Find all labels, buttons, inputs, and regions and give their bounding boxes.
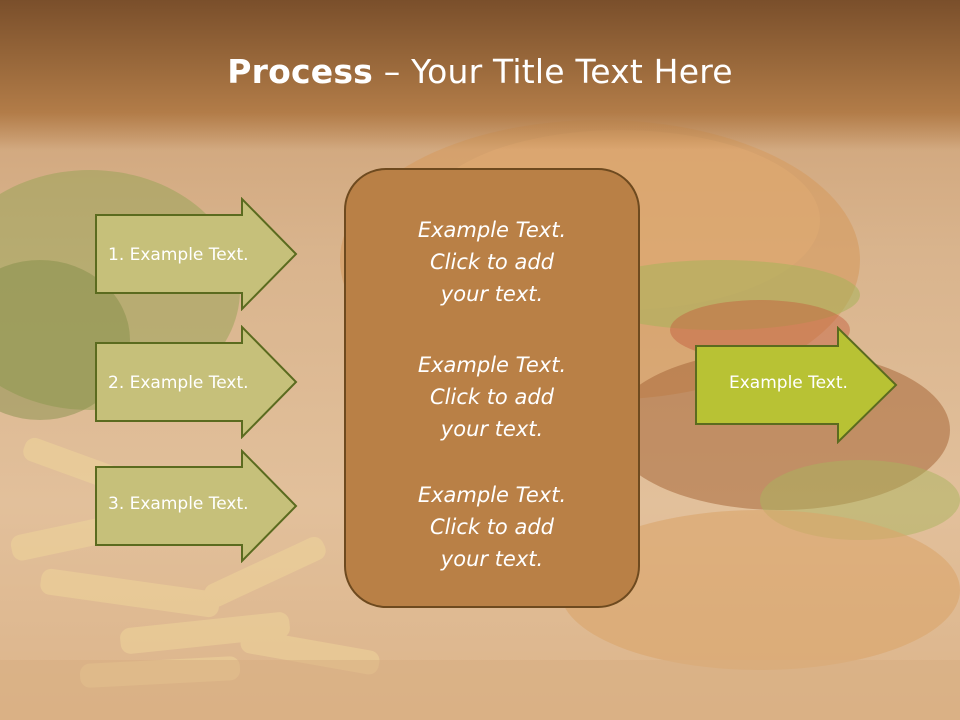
block-3-line-2: Click to add — [429, 515, 554, 539]
block-2-line-3: your text. — [440, 417, 544, 441]
block-1-line-3: your text. — [440, 282, 544, 306]
slide-title[interactable]: Process – Your Title Text Here — [0, 52, 960, 91]
output-arrow[interactable] — [694, 326, 900, 444]
block-2-line-2: Click to add — [429, 385, 554, 409]
block-1-line-2: Click to add — [429, 250, 554, 274]
center-text-block-1: Example Text. Click to add your text. — [346, 214, 638, 310]
block-3-line-1: Example Text. — [417, 483, 567, 507]
step-3-arrow[interactable] — [94, 449, 300, 563]
center-text-block-2: Example Text. Click to add your text. — [346, 349, 638, 445]
title-bold-part: Process — [227, 52, 374, 91]
step-2-label: 2. Example Text. — [108, 373, 249, 393]
block-1-line-1: Example Text. — [417, 218, 567, 242]
block-2-line-1: Example Text. — [417, 353, 567, 377]
step-1-label: 1. Example Text. — [108, 245, 249, 265]
center-text-block-3: Example Text. Click to add your text. — [346, 479, 638, 575]
step-1-arrow[interactable] — [94, 197, 300, 311]
step-3-label: 3. Example Text. — [108, 494, 249, 514]
output-label: Example Text. — [729, 373, 848, 393]
block-3-line-3: your text. — [440, 547, 544, 571]
title-rest-part: – Your Title Text Here — [373, 52, 733, 91]
title-bar — [0, 0, 960, 150]
center-process-box[interactable]: Example Text. Click to add your text. Ex… — [344, 168, 640, 608]
step-2-arrow[interactable] — [94, 325, 300, 439]
